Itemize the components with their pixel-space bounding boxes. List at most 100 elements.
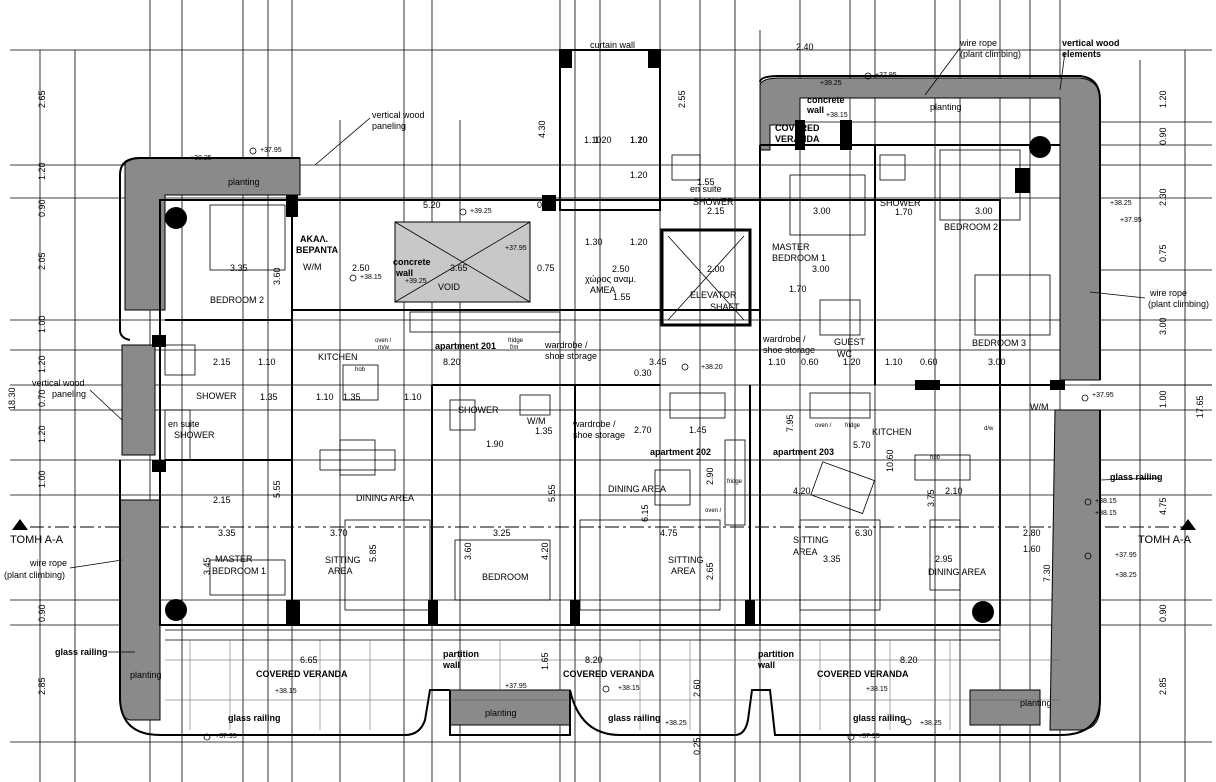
room-partition-b2: wall	[757, 660, 775, 670]
dim-3-00a: 3.00	[813, 206, 831, 216]
vdim-3-00r: 3.00	[1158, 317, 1168, 335]
room-ensuite-left: en suite	[168, 419, 200, 429]
room-labels: BEDROOM 2 W/M ΑΚΑΛ. ΒΕΡΑΝΤΑ VOID χώρος α…	[168, 123, 1049, 679]
dim-3-65: 3.65	[450, 263, 468, 273]
note-curtain-wall: curtain wall	[590, 40, 635, 50]
room-kitchen-203: KITCHEN	[872, 427, 912, 437]
level-11: +38.25	[1110, 200, 1132, 207]
level-22: +38.25	[920, 720, 942, 727]
note-wire-rope-top-2: (plant climbing)	[960, 49, 1021, 59]
vdim-1-00b: 1.00	[37, 470, 47, 488]
room-dining-202: DINING AREA	[608, 484, 666, 494]
vdim-3-45: 3.45	[202, 557, 212, 575]
note-oven-d: oven /	[815, 423, 832, 429]
vdim-1-65: 1.65	[540, 652, 550, 670]
dim-1-35a: 1.35	[260, 392, 278, 402]
dim-5-70: 5.70	[853, 440, 871, 450]
note-planting-top-r: planting	[930, 102, 962, 112]
dim-8-20a: 8.20	[443, 357, 461, 367]
annotation-labels: curtain wall wire rope (plant climbing) …	[4, 38, 1209, 723]
vdim-0-75r: 0.75	[1158, 244, 1168, 262]
dim-3-25: 3.25	[493, 528, 511, 538]
note-wire-rope-right-2: (plant climbing)	[1148, 299, 1209, 309]
room-elevator-2: SHAFT	[710, 302, 740, 312]
room-covered-bot-1: COVERED VERANDA	[256, 669, 348, 679]
dim-2-80: 2.80	[1023, 528, 1041, 538]
level-markers	[203, 72, 1092, 741]
dim-2-50b: 2.50	[612, 264, 630, 274]
dim-3-35c: 3.35	[823, 554, 841, 564]
note-vwood-left-2: paneling	[52, 389, 86, 399]
vdim-5-55a: 5.55	[272, 480, 282, 498]
dim-2-15c: 2.15	[213, 495, 231, 505]
dim-6-30: 6.30	[855, 528, 873, 538]
dim-1-10g: 1.10	[404, 392, 422, 402]
dim-8-20b: 8.20	[585, 655, 603, 665]
note-vwood-pan-2: paneling	[372, 121, 406, 131]
note-wire-rope-right-1: wire rope	[1149, 288, 1187, 298]
dim-4-20: 4.20	[793, 486, 811, 496]
room-ensuite-top: en suite	[690, 184, 722, 194]
note-fridge-c: fridge	[727, 479, 743, 485]
vdim-1-00a: 1.00	[37, 315, 47, 333]
room-wardrobe-a1: wardrobe /	[544, 340, 588, 350]
room-wardrobe-a2: shoe storage	[545, 351, 597, 361]
note-oven-2: m/w	[378, 345, 390, 351]
note-planting-bot-1: planting	[130, 670, 162, 680]
room-wardrobe-b1: wardrobe /	[762, 334, 806, 344]
dim-1-10e: 1.10	[885, 357, 903, 367]
room-guest-wc-1: GUEST	[834, 337, 866, 347]
dim-0-75b: 0.75	[537, 263, 555, 273]
dim-1-10d: 1.10	[768, 357, 786, 367]
note-planting-bot-3: planting	[1020, 698, 1052, 708]
interior-walls	[152, 49, 1065, 626]
vdim-1-20b: 1.20	[37, 355, 47, 373]
dim-2-15b: 2.15	[213, 357, 231, 367]
dim-1-35b: 1.35	[343, 392, 361, 402]
dim-1-20a: 1.20	[630, 237, 648, 247]
dim-3-35a: 3.35	[230, 263, 248, 273]
note-fridge-2: f/m	[510, 345, 518, 351]
dim-1-20b: 1.20	[594, 135, 612, 145]
note-glass-railing-left: glass railing	[55, 647, 108, 657]
room-master1-left-1: MASTER	[215, 554, 253, 564]
vdim-2-30: 2.30	[1158, 188, 1168, 206]
level-3: +37.95	[505, 245, 527, 252]
leader-lines	[69, 47, 1161, 653]
room-apt-201: apartment 201	[435, 341, 496, 351]
vdim-0-25: 0.25	[692, 737, 702, 755]
level-7: +39.25	[820, 80, 842, 87]
note-dw: d/w	[984, 426, 994, 432]
section-labels: TOMH A-A TOMH A-A	[10, 534, 1192, 546]
level-25: +38.15	[866, 686, 888, 693]
vdim-17-65: 17.65	[1195, 395, 1205, 418]
room-partition-a1: partition	[443, 649, 479, 659]
note-vwood-pan-1: vertical wood	[372, 110, 425, 120]
note-vwood-top-1: vertical wood	[1062, 38, 1120, 48]
room-sitting-201-2: AREA	[328, 566, 353, 576]
note-concrete-mid-2: wall	[395, 268, 413, 278]
vdim-2-65b: 2.65	[705, 562, 715, 580]
room-elevator-1: ELEVATOR	[690, 290, 737, 300]
vdim-2-65: 2.65	[37, 90, 47, 108]
planting-strips	[119, 77, 1101, 731]
note-fridge-1: fridge	[508, 338, 524, 344]
room-wardrobe-b2: shoe storage	[763, 345, 815, 355]
dim-2-95: 2.95	[935, 554, 953, 564]
note-hob-1: hob	[355, 367, 366, 373]
veranda-hatching	[165, 410, 1060, 730]
vdim-2-55: 2.55	[677, 90, 687, 108]
dim-1-10a: 1.10	[584, 135, 602, 145]
note-glass-railing-b2: glass railing	[608, 713, 661, 723]
dim-3-00b: 3.00	[975, 206, 993, 216]
dim-1-70a: 1.70	[895, 207, 913, 217]
vdim-7-30: 7.30	[1042, 564, 1052, 582]
dim-1-20c: 1.20	[630, 135, 648, 145]
vdim-0-90r: 0.90	[1158, 127, 1168, 145]
vdim-0-70: 0.70	[37, 389, 47, 407]
dim-0-60b: 0.60	[920, 357, 938, 367]
vdim-2-60: 2.60	[692, 679, 702, 697]
vdim-10-60: 10.60	[885, 449, 895, 472]
note-concrete-mid-1: concrete	[393, 257, 431, 267]
